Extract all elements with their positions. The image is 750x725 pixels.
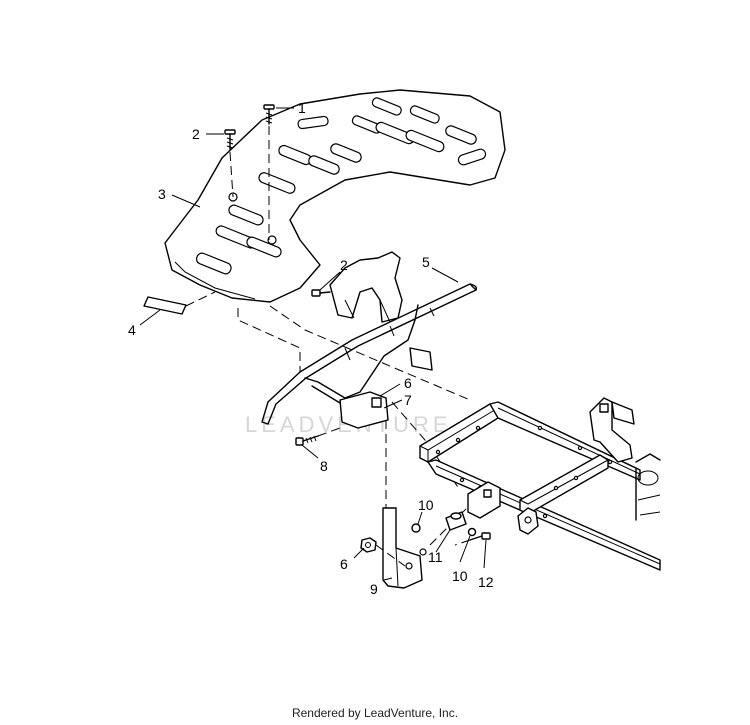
leader-2b [319, 271, 341, 291]
callout-1: 1 [298, 100, 306, 116]
bolt-12 [454, 532, 491, 546]
leader-6a [379, 383, 401, 397]
callout-7: 7 [404, 392, 412, 408]
washer-10-upper [411, 523, 421, 533]
rear-rack [164, 89, 506, 303]
leader-10b [459, 535, 471, 563]
leader-10a [417, 511, 423, 525]
bolt-8 [295, 427, 341, 446]
leader-7 [383, 399, 403, 409]
callout-4: 4 [128, 322, 136, 338]
bolt-1 [263, 104, 275, 125]
leader-5 [431, 267, 459, 283]
callout-9: 9 [370, 581, 378, 597]
callout-6-upper: 6 [404, 375, 412, 391]
nut-6-lower [360, 537, 406, 567]
callout-3: 3 [158, 186, 166, 202]
callout-12: 12 [478, 574, 494, 590]
callout-8: 8 [320, 458, 328, 474]
leader-11 [435, 529, 451, 553]
atv-frame [419, 397, 661, 571]
washer-10-lower [467, 527, 477, 537]
bolt-2-upper [224, 129, 236, 151]
callout-6-lower: 6 [340, 556, 348, 572]
spacer-11 [445, 511, 467, 531]
bolt-2-axis [229, 151, 234, 198]
align-line-b [269, 305, 471, 401]
reflector [143, 291, 216, 315]
leader-3 [171, 194, 201, 208]
rack-support [304, 304, 433, 429]
callout-5: 5 [422, 254, 430, 270]
callout-11: 11 [428, 549, 443, 565]
footer-credit: Rendered by LeadVenture, Inc. [291, 706, 459, 720]
leader-4 [139, 309, 161, 326]
leader-8 [301, 444, 319, 459]
callout-2-upper: 2 [192, 126, 200, 142]
leader-12 [483, 539, 487, 569]
callout-10-lower: 10 [452, 568, 468, 584]
rack-bracket [311, 251, 403, 323]
callout-2-middle: 2 [340, 257, 348, 273]
grab-rail [261, 283, 478, 425]
leader-9 [383, 577, 393, 581]
align-line-a [237, 308, 301, 372]
bracket-9 [382, 507, 427, 589]
callout-10-upper: 10 [418, 497, 434, 513]
leader-6b [353, 547, 365, 559]
